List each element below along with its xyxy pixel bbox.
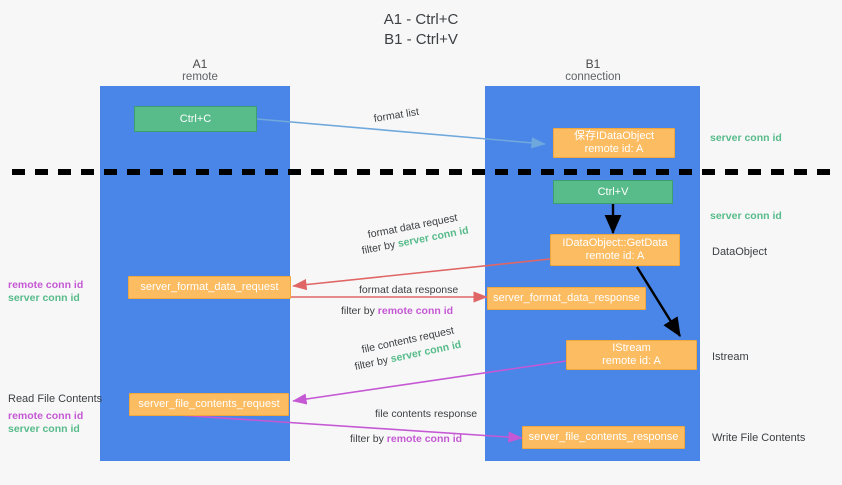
- filter-value-remote-conn-id-2: remote conn id: [377, 305, 454, 317]
- box-server-file-contents-response[interactable]: server_file_contents_response: [522, 426, 685, 449]
- left-note-server-conn-id-1: server conn id: [8, 292, 80, 304]
- page-title: A1 - Ctrl+C B1 - Ctrl+V: [0, 10, 842, 50]
- filter-value-remote-conn-id-4: remote conn id: [386, 433, 463, 445]
- right-note-dataobject: DataObject: [712, 246, 768, 258]
- left-note-read-file-contents: Read File Contents: [8, 393, 103, 405]
- lane-a1-name: A1: [192, 57, 208, 71]
- box-ctrl-v-label: Ctrl+V: [597, 185, 629, 198]
- box-istream[interactable]: IStream remote id: A: [566, 340, 697, 370]
- right-note-server-conn-id-top: server conn id: [710, 132, 782, 144]
- label-file-contents-response: file contents response: [375, 408, 477, 421]
- left-note-remote-conn-id-1: remote conn id: [8, 279, 84, 291]
- label-format-data-response-line1: format data response: [359, 284, 459, 296]
- filter-prefix-1: filter by: [360, 238, 400, 257]
- right-note-write-file-contents: Write File Contents: [712, 432, 806, 444]
- right-note-istream: Istream: [712, 351, 749, 363]
- box-save-idataobject-line1: 保存IDataObject: [573, 130, 655, 142]
- box-idataobject-getdata[interactable]: IDataObject::GetData remote id: A: [550, 234, 680, 266]
- box-istream-line2: remote id: A: [602, 355, 661, 367]
- filter-prefix-4: filter by: [350, 433, 387, 445]
- box-getdata-line2: remote id: A: [585, 250, 645, 262]
- label-format-list: format list: [372, 105, 420, 125]
- label-format-data-response-filter: filter by remote conn id: [341, 305, 453, 318]
- box-ctrl-c-label: Ctrl+C: [179, 112, 212, 125]
- right-note-server-conn-id-mid: server conn id: [710, 210, 782, 222]
- left-note-server-conn-id-2: server conn id: [8, 423, 80, 435]
- box-server-format-data-response-label: server_format_data_response: [493, 292, 640, 304]
- box-server-format-data-response[interactable]: server_format_data_response: [487, 287, 646, 310]
- filter-prefix-2: filter by: [341, 305, 378, 317]
- box-server-file-contents-request-label: server_file_contents_request: [138, 398, 280, 410]
- filter-prefix-3: filter by: [353, 353, 393, 373]
- label-file-contents-response-filter: filter by remote conn id: [350, 433, 462, 446]
- box-ctrl-c[interactable]: Ctrl+C: [134, 106, 257, 132]
- box-server-file-contents-response-label: server_file_contents_response: [528, 431, 679, 443]
- label-format-data-response: format data response: [359, 284, 458, 297]
- left-note-remote-conn-id-2: remote conn id: [8, 410, 84, 422]
- lane-b1-sub: connection: [565, 71, 621, 83]
- title-line-1: A1 - Ctrl+C: [383, 11, 459, 28]
- box-ctrl-v[interactable]: Ctrl+V: [553, 180, 673, 204]
- lane-header-b1: B1 connection: [528, 58, 658, 84]
- box-server-format-data-request[interactable]: server_format_data_request: [128, 276, 291, 299]
- box-server-file-contents-request[interactable]: server_file_contents_request: [129, 393, 289, 416]
- left-note-file: remote conn id server conn id: [8, 410, 83, 436]
- box-save-idataobject-line2: remote id: A: [584, 143, 644, 155]
- lane-header-a1: A1 remote: [140, 58, 260, 84]
- box-getdata-line1: IDataObject::GetData: [562, 237, 668, 249]
- box-save-idataobject[interactable]: 保存IDataObject remote id: A: [553, 128, 675, 158]
- lane-a1-sub: remote: [182, 71, 218, 83]
- title-line-2: B1 - Ctrl+V: [384, 31, 458, 48]
- left-note-format: remote conn id server conn id: [8, 279, 83, 305]
- box-istream-line1: IStream: [612, 342, 651, 354]
- label-file-contents-response-line1: file contents response: [375, 408, 478, 420]
- box-server-format-data-request-label: server_format_data_request: [140, 281, 279, 293]
- lane-b1-name: B1: [585, 57, 601, 71]
